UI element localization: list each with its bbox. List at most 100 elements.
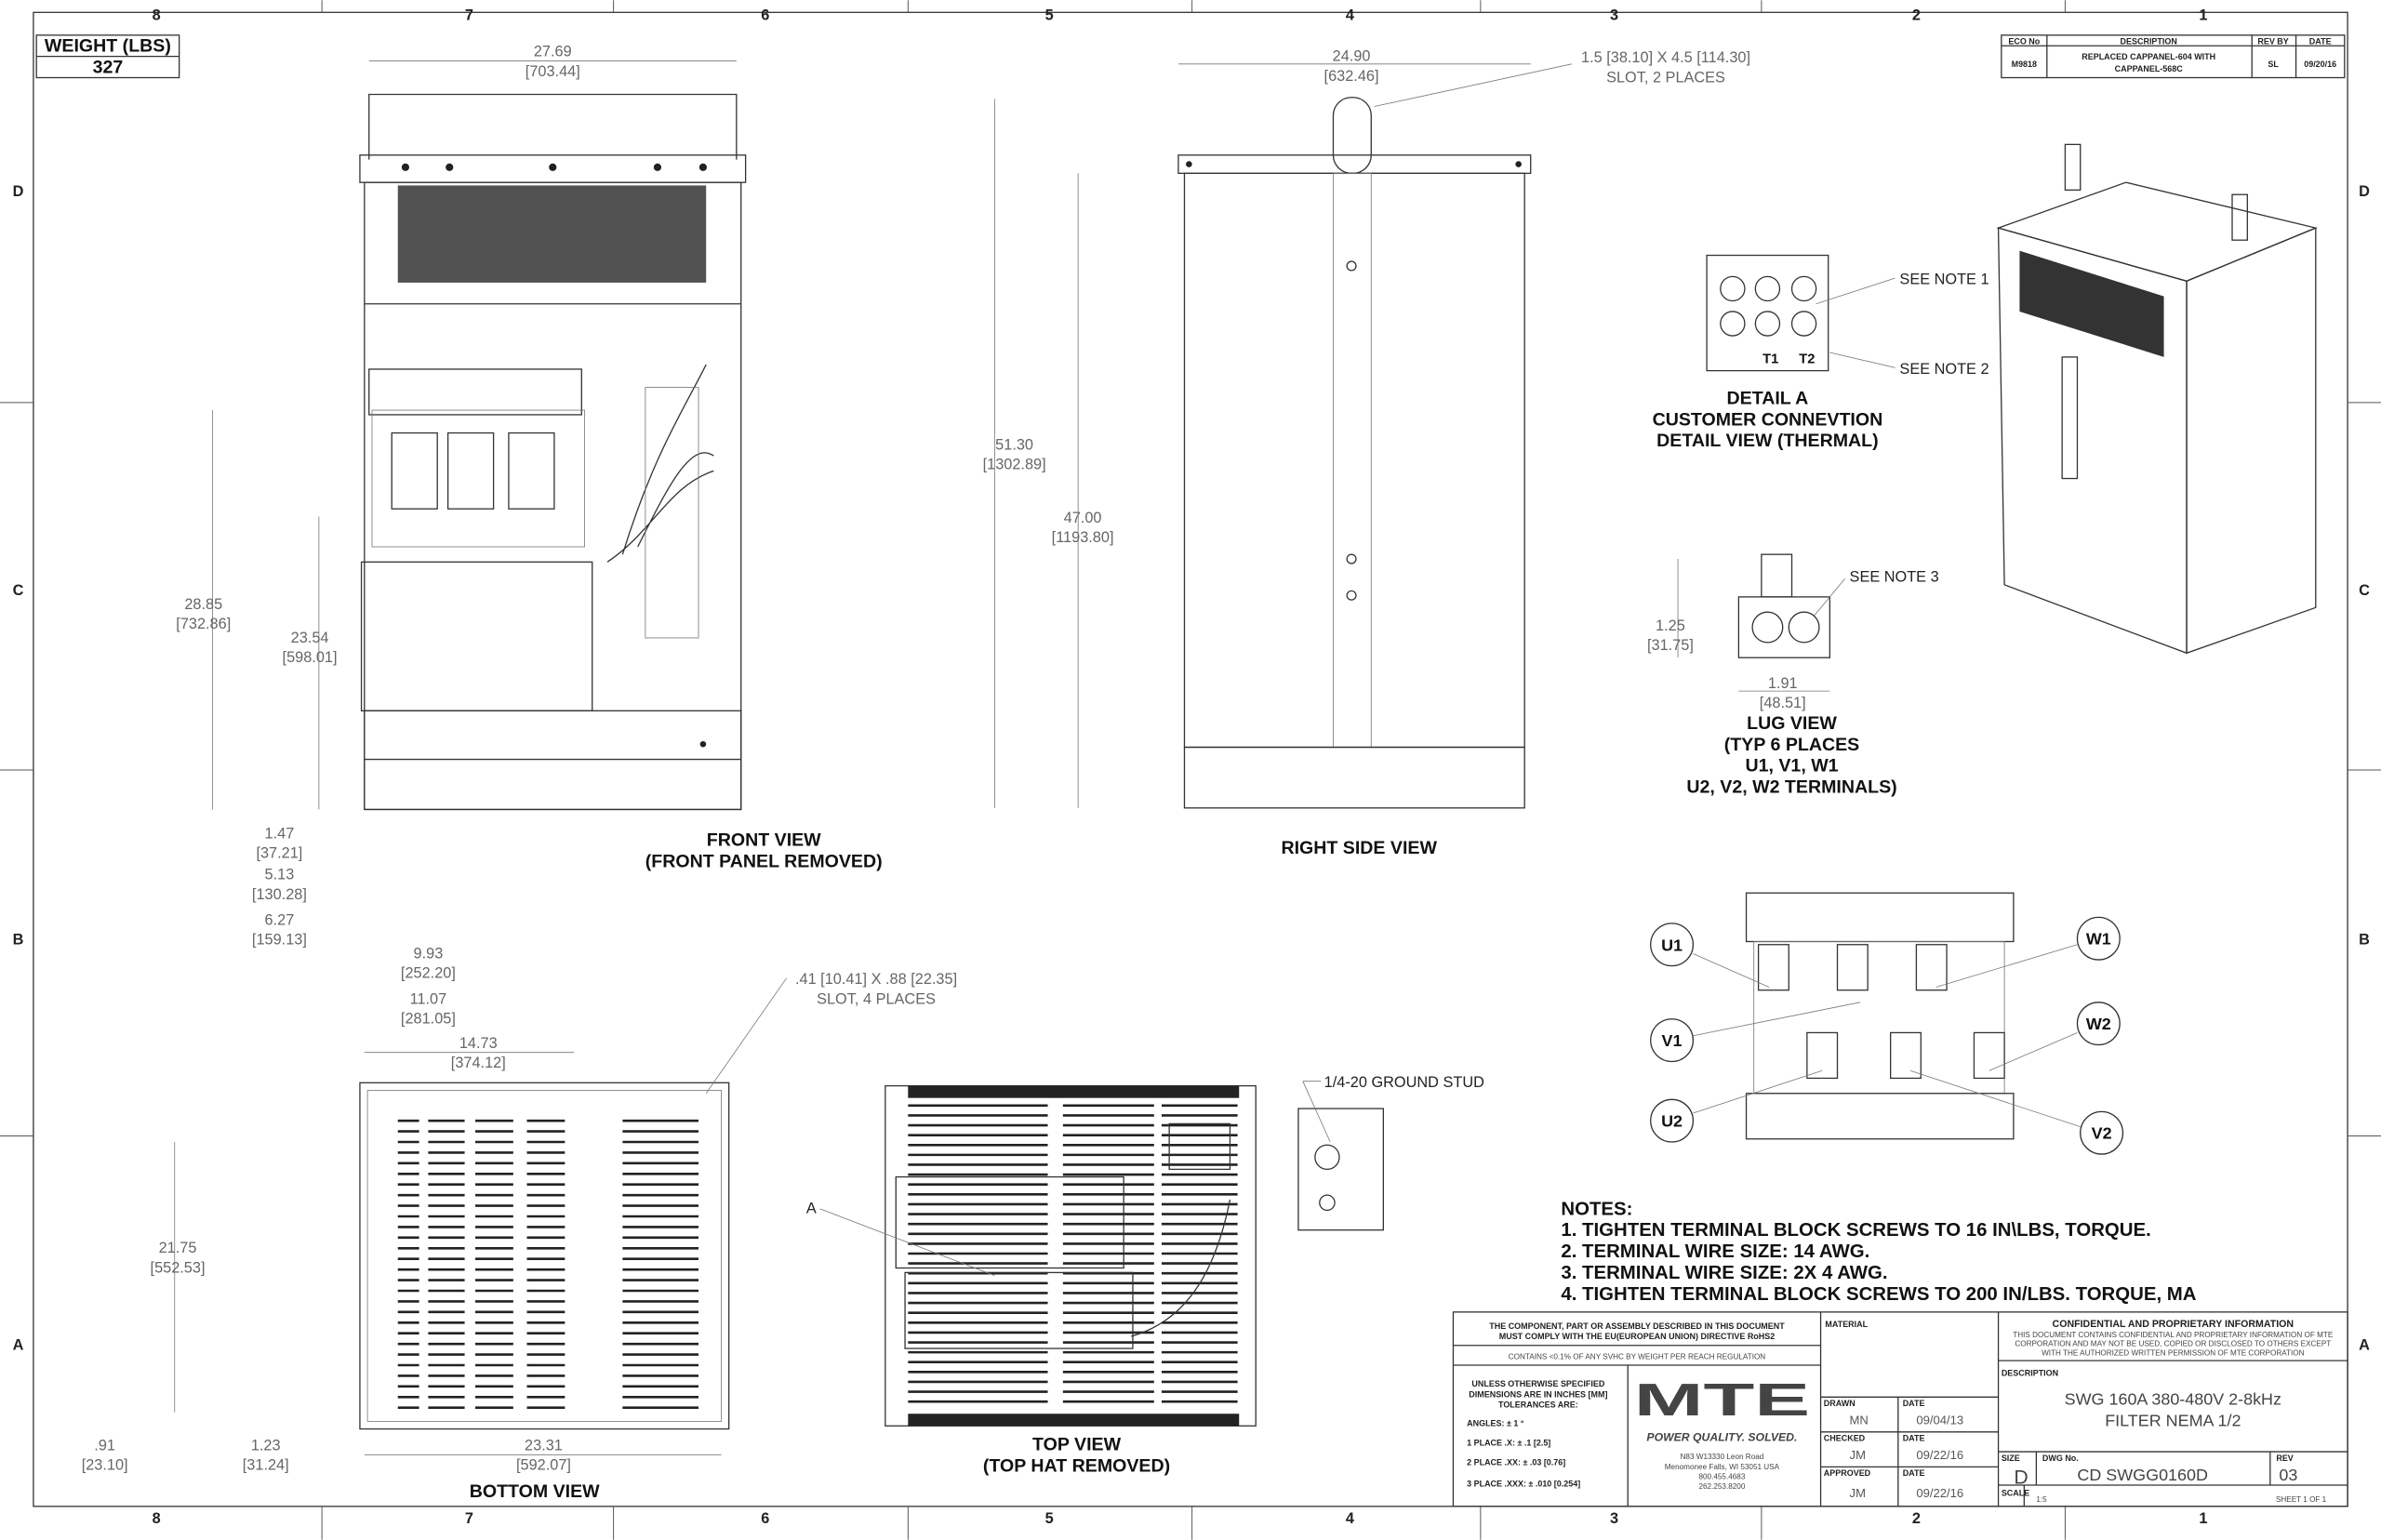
mte-logo: MTE xyxy=(1634,1375,1810,1426)
svg-text:[31.75]: [31.75] xyxy=(1647,637,1694,654)
svg-text:[732.86]: [732.86] xyxy=(176,616,231,632)
bottom-view-title: BOTTOM VIEW xyxy=(470,1481,600,1502)
svg-text:2: 2 xyxy=(1912,1510,1921,1527)
svg-text:SHEET 1 OF 1: SHEET 1 OF 1 xyxy=(2276,1495,2327,1504)
svg-text:ANGLES: ± 1 °: ANGLES: ± 1 ° xyxy=(1467,1418,1524,1427)
svg-text:03: 03 xyxy=(2279,1466,2297,1484)
svg-text:A: A xyxy=(13,1337,24,1354)
svg-text:MUST COMPLY WITH THE EU(EUROPE: MUST COMPLY WITH THE EU(EUROPEAN UNION) … xyxy=(1499,1332,1775,1341)
svg-text:2 PLACE .XX: ± .03 [0.76]: 2 PLACE .XX: ± .03 [0.76] xyxy=(1467,1458,1565,1467)
svg-text:CONTAINS <0.1% OF ANY SVHC BY: CONTAINS <0.1% OF ANY SVHC BY WEIGHT PER… xyxy=(1509,1352,1766,1361)
svg-text:D: D xyxy=(2359,183,2370,200)
see-note-1: SEE NOTE 1 xyxy=(1899,272,1989,288)
terminal-v1: V1 xyxy=(1662,1031,1683,1050)
terminal-w1: W1 xyxy=(2086,930,2111,949)
revision-block: ECO No DESCRIPTION REV BY DATE M9818 REP… xyxy=(2001,34,2346,79)
right-side-view xyxy=(1177,97,1532,809)
lug-view-title: LUG VIEW xyxy=(1747,713,1837,734)
svg-text:[592.07]: [592.07] xyxy=(516,1457,571,1474)
svg-text:23.31: 23.31 xyxy=(525,1437,563,1454)
ground-stud-detail xyxy=(1297,1108,1384,1231)
svg-text:JM: JM xyxy=(1850,1448,1866,1462)
svg-text:[252.20]: [252.20] xyxy=(401,965,456,982)
svg-text:23.54: 23.54 xyxy=(291,630,329,646)
svg-text:REPLACED CAPPANEL-604 WITH: REPLACED CAPPANEL-604 WITH xyxy=(2082,52,2215,61)
svg-text:11.07: 11.07 xyxy=(410,990,447,1007)
detail-a-view: T1 T2 xyxy=(1706,254,1895,372)
svg-text:THE COMPONENT, PART OR ASSEMBL: THE COMPONENT, PART OR ASSEMBLY DESCRIBE… xyxy=(1489,1321,1785,1331)
weight-box: WEIGHT (LBS) 327 xyxy=(35,34,180,79)
svg-text:T2: T2 xyxy=(1799,352,1815,366)
detail-a-subtitle-2: DETAIL VIEW (THERMAL) xyxy=(1656,431,1879,451)
svg-text:47.00: 47.00 xyxy=(1064,510,1102,526)
svg-text:262.253.8200: 262.253.8200 xyxy=(1698,1482,1745,1491)
svg-text:3 PLACE .XXX: ± .010 [0.254]: 3 PLACE .XXX: ± .010 [0.254] xyxy=(1467,1480,1580,1489)
top-view-subtitle: (TOP HAT REMOVED) xyxy=(983,1455,1170,1476)
svg-text:ECO No: ECO No xyxy=(2008,37,2040,46)
top-view-title: TOP VIEW xyxy=(1032,1434,1122,1454)
svg-text:1:5: 1:5 xyxy=(2036,1495,2047,1504)
svg-text:B: B xyxy=(13,932,24,949)
svg-text:B: B xyxy=(2359,932,2370,949)
svg-text:.41 [10.41] X .88 [22.35]: .41 [10.41] X .88 [22.35] xyxy=(795,971,957,988)
detail-a-marker: A xyxy=(806,1201,817,1217)
svg-text:DATE: DATE xyxy=(1903,1434,1925,1443)
front-view xyxy=(359,93,747,811)
drawing-description: SWG 160A 380-480V 2-8kHz xyxy=(2065,1389,2281,1408)
lug-view-sub-1: (TYP 6 PLACES xyxy=(1724,735,1859,755)
svg-text:[552.53]: [552.53] xyxy=(151,1259,206,1276)
svg-text:CONFIDENTIAL AND PROPRIETARY I: CONFIDENTIAL AND PROPRIETARY INFORMATION xyxy=(2053,1319,2295,1330)
svg-text:WEIGHT (LBS): WEIGHT (LBS) xyxy=(45,36,171,57)
svg-text:UNLESS OTHERWISE SPECIFIED: UNLESS OTHERWISE SPECIFIED xyxy=(1471,1379,1604,1388)
svg-text:3: 3 xyxy=(1610,1510,1618,1527)
detail-a-title: DETAIL A xyxy=(1727,389,1809,409)
terminal-u1: U1 xyxy=(1661,936,1683,954)
svg-text:CAPPANEL-568C: CAPPANEL-568C xyxy=(2115,64,2184,73)
svg-text:09/20/16: 09/20/16 xyxy=(2304,60,2336,69)
drawing-description-2: FILTER NEMA 1/2 xyxy=(2105,1411,2241,1429)
svg-text:DIMENSIONS ARE IN INCHES [MM]: DIMENSIONS ARE IN INCHES [MM] xyxy=(1469,1389,1607,1399)
svg-text:1.91: 1.91 xyxy=(1768,675,1798,692)
svg-text:A: A xyxy=(2359,1337,2370,1354)
svg-text:4: 4 xyxy=(1346,7,1354,23)
svg-text:09/22/16: 09/22/16 xyxy=(1916,1448,1963,1462)
svg-text:1.47: 1.47 xyxy=(265,825,295,842)
svg-text:21.75: 21.75 xyxy=(159,1240,197,1256)
svg-text:MN: MN xyxy=(1850,1414,1869,1427)
svg-text:REV BY: REV BY xyxy=(2257,37,2288,46)
svg-text:THIS DOCUMENT CONTAINS CONFIDE: THIS DOCUMENT CONTAINS CONFIDENTIAL AND … xyxy=(2013,1331,2334,1339)
svg-text:Menomonee Falls, WI 53051 USA: Menomonee Falls, WI 53051 USA xyxy=(1665,1463,1780,1471)
svg-text:8: 8 xyxy=(153,7,161,23)
svg-text:SL: SL xyxy=(2268,60,2279,69)
svg-text:800.455.4683: 800.455.4683 xyxy=(1698,1472,1745,1480)
svg-text:5: 5 xyxy=(1045,7,1054,23)
svg-text:[1302.89]: [1302.89] xyxy=(983,457,1046,473)
svg-text:SLOT, 4 PLACES: SLOT, 4 PLACES xyxy=(817,990,936,1007)
svg-text:D: D xyxy=(2014,1467,2028,1488)
drawing-number: CD SWGG0160D xyxy=(2077,1466,2208,1484)
svg-text:SCALE: SCALE xyxy=(2002,1488,2029,1497)
terminal-w2: W2 xyxy=(2086,1015,2111,1033)
svg-text:DESCRIPTION: DESCRIPTION xyxy=(2121,37,2177,46)
svg-text:1.5 [38.10] X 4.5 [114.30]: 1.5 [38.10] X 4.5 [114.30] xyxy=(1581,49,1750,66)
notes: NOTES: 1. TIGHTEN TERMINAL BLOCK SCREWS … xyxy=(1561,1199,2196,1304)
svg-text:C: C xyxy=(13,582,24,599)
svg-text:28.85: 28.85 xyxy=(184,596,222,613)
top-view xyxy=(885,1084,1257,1427)
see-note-2: SEE NOTE 2 xyxy=(1899,361,1989,378)
svg-text:4: 4 xyxy=(1346,1510,1354,1527)
svg-text:[23.10]: [23.10] xyxy=(82,1457,128,1474)
svg-text:[598.01]: [598.01] xyxy=(283,649,338,666)
svg-text:[281.05]: [281.05] xyxy=(401,1011,456,1028)
terminal-v2: V2 xyxy=(2092,1124,2112,1143)
svg-text:327: 327 xyxy=(93,58,124,78)
svg-text:[159.13]: [159.13] xyxy=(252,932,307,949)
svg-text:T1: T1 xyxy=(1762,352,1778,366)
front-view-subtitle: (FRONT PANEL REMOVED) xyxy=(645,851,883,871)
svg-text:M9818: M9818 xyxy=(2012,60,2037,69)
svg-text:REV: REV xyxy=(2276,1454,2293,1463)
dimensions: 27.69[703.44] 24.90[632.46] 1.5 [38.10] … xyxy=(82,44,1806,1474)
dimension-lines xyxy=(174,60,1830,1455)
svg-text:2. TERMINAL WIRE SIZE: 14 AWG: 2. TERMINAL WIRE SIZE: 14 AWG. xyxy=(1561,1241,1869,1262)
svg-text:CHECKED: CHECKED xyxy=(1824,1434,1866,1443)
